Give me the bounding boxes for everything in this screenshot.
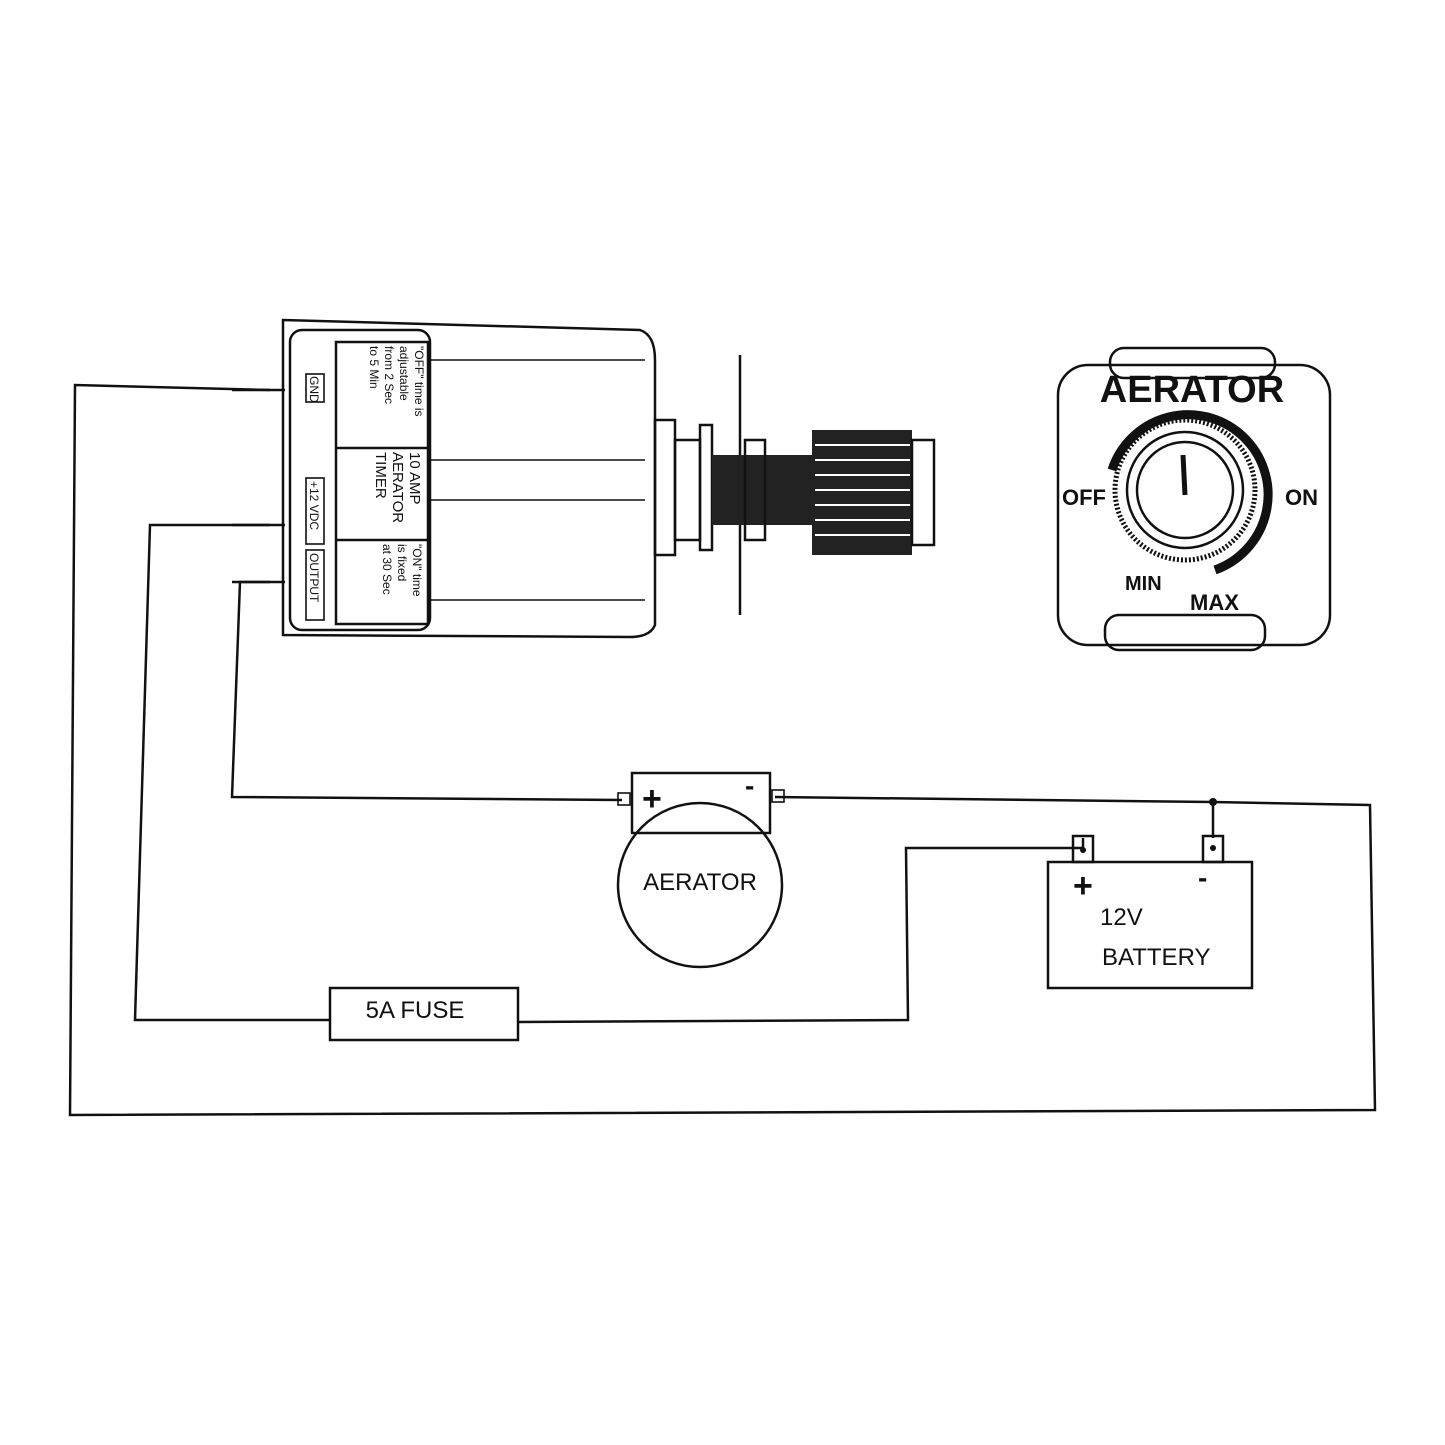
timer-title-line: AERATOR (389, 452, 406, 523)
battery-voltage: 12V (1100, 904, 1143, 931)
off-note-line: "OFF" time is (412, 346, 426, 417)
timer-title-line: TIMER (372, 452, 389, 499)
timer-dial[interactable] (1112, 417, 1258, 563)
battery-label: BATTERY (1102, 944, 1210, 971)
timer-title: 10 AMP AERATOR TIMER (372, 452, 423, 523)
aerator-minus: - (745, 770, 754, 801)
fuse-label: 5A FUSE (366, 997, 465, 1024)
dial-pointer (1180, 454, 1188, 496)
on-note-line: is fixed (395, 544, 409, 581)
timer-title-line: 10 AMP (406, 452, 423, 505)
aerator-switch-plate: AERATOR OFF ON MIN MAX (1056, 346, 1332, 652)
aerator-motor: + - AERATOR (616, 770, 785, 969)
off-note-line: adjustable (397, 346, 411, 401)
switch-plate-title: AERATOR (1100, 369, 1284, 411)
power-wire (133, 523, 330, 1022)
on-note-line: "ON" time (410, 544, 424, 597)
terminal-12vdc-label: +12 VDC (307, 481, 321, 530)
off-time-note: "OFF" time is adjustable from 2 Sec to 5… (367, 346, 426, 417)
max-label: MAX (1190, 590, 1239, 615)
off-note-line: to 5 Min (367, 346, 381, 389)
off-label: OFF (1062, 485, 1106, 510)
fuse: 5A FUSE (328, 986, 520, 1042)
off-note-line: from 2 Sec (382, 346, 396, 404)
battery-plus: + (1073, 867, 1093, 905)
aerator-label: AERATOR (643, 869, 757, 896)
aerator-plus: + (642, 780, 662, 818)
on-time-note: "ON" time is fixed at 30 Sec (380, 544, 424, 597)
timer-knob-assembly (653, 355, 936, 615)
battery: + - 12V BATTERY (1046, 834, 1254, 990)
on-note-line: at 30 Sec (380, 544, 394, 595)
terminal-output-label: OUTPUT (307, 553, 321, 603)
on-label: ON (1285, 485, 1318, 510)
wires (68, 383, 1377, 1117)
terminal-gnd-label: GND (307, 376, 321, 403)
fused-power-wire (517, 838, 1085, 1024)
battery-minus: - (1198, 862, 1207, 893)
aerator-timer: GND +12 VDC OUTPUT "OFF" time is adjusta… (232, 318, 657, 639)
junction-dot (1209, 798, 1217, 806)
min-label: MIN (1125, 573, 1162, 595)
